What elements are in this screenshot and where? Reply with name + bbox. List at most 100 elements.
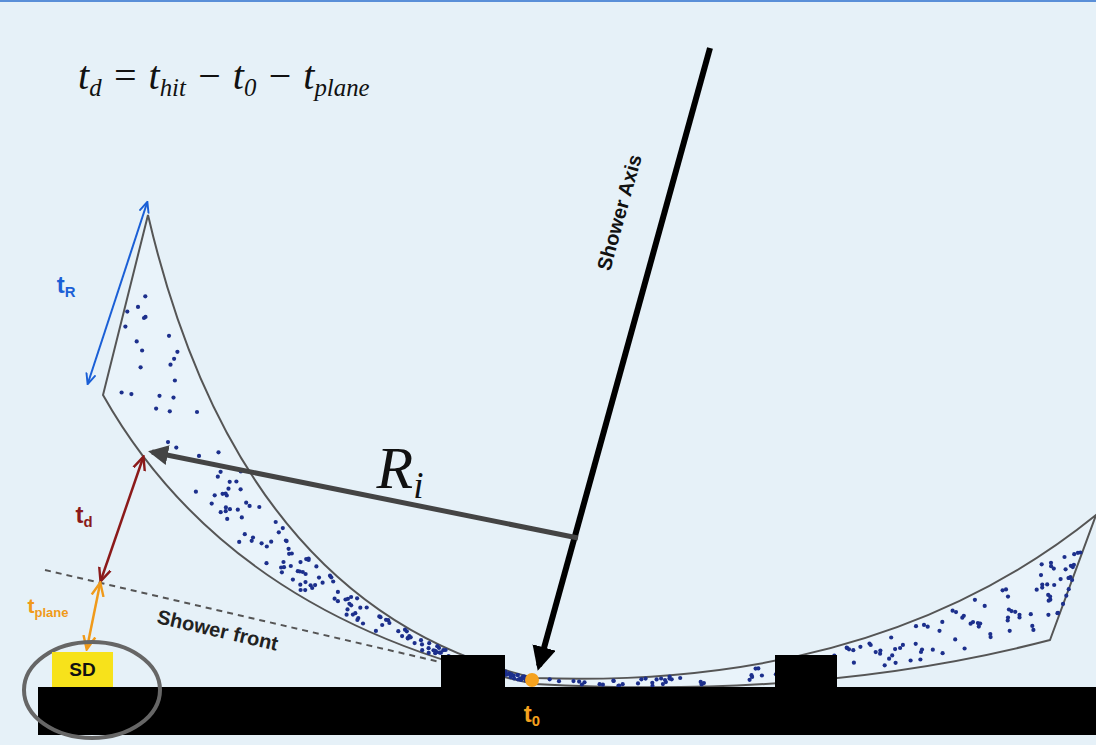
particle-dot <box>216 475 220 479</box>
particle-dot <box>299 588 303 592</box>
particle-dot <box>760 673 764 677</box>
particle-dot <box>1001 588 1005 592</box>
particle-dot <box>973 598 977 602</box>
particle-dot <box>274 520 278 524</box>
particle-dot <box>279 565 283 569</box>
particle-dot <box>1046 613 1050 617</box>
particle-dot <box>1062 555 1066 559</box>
particle-dot <box>644 677 648 681</box>
radius-label: Ri <box>377 434 424 503</box>
particle-dot <box>878 652 882 656</box>
particle-dot <box>851 648 855 652</box>
detector-box: SD <box>52 652 113 687</box>
particle-dot <box>168 363 172 367</box>
particle-dot <box>166 440 170 444</box>
particle-dot <box>333 597 337 601</box>
particle-dot <box>174 446 178 450</box>
front-label: Shower front <box>155 605 280 655</box>
particle-dot <box>143 294 147 298</box>
particle-dot <box>749 673 753 677</box>
particle-dot <box>409 635 413 639</box>
particle-dot <box>988 632 992 636</box>
particle-dot <box>659 676 663 680</box>
detector-label: SD <box>69 659 95 681</box>
time-label: tplane <box>28 594 69 618</box>
particle-dot <box>571 679 575 683</box>
particle-dot <box>396 629 400 633</box>
particle-dot <box>257 505 261 509</box>
particle-dot <box>244 501 248 505</box>
particle-dot <box>617 683 621 687</box>
particle-dot <box>355 596 359 600</box>
particle-dot <box>167 334 171 338</box>
particle-dot <box>280 570 284 574</box>
particle-dot <box>374 629 378 633</box>
particle-dot <box>901 643 905 647</box>
particle-dot <box>427 646 431 650</box>
particle-dot <box>243 532 247 536</box>
particle-dot <box>173 378 177 382</box>
particle-dot <box>287 547 291 551</box>
particle-dot <box>248 504 252 508</box>
particle-dot <box>1049 564 1053 568</box>
particle-dot <box>1067 576 1071 580</box>
particle-dot <box>1072 552 1076 556</box>
particle-dot <box>678 676 682 680</box>
particle-dot <box>954 610 958 614</box>
particle-dot <box>219 510 223 514</box>
particle-dot <box>347 602 351 606</box>
particle-dot <box>1030 624 1034 628</box>
particle-dot <box>931 648 935 652</box>
particle-dot <box>260 541 264 545</box>
particle-dot <box>405 629 409 633</box>
particle-dot <box>120 390 124 394</box>
particle-dot <box>303 588 307 592</box>
particle-dot <box>225 517 229 521</box>
particle-dot <box>140 348 144 352</box>
particle-dot <box>1067 587 1071 591</box>
particle-dot <box>918 657 922 661</box>
particle-dot <box>858 645 862 649</box>
particle-dot <box>941 651 945 655</box>
particle-dot <box>284 538 288 542</box>
particle-dot <box>298 560 302 564</box>
particle-dot <box>296 569 300 573</box>
particle-dot <box>909 658 913 662</box>
particle-dot <box>655 677 659 681</box>
core-point <box>525 673 539 687</box>
particle-dot <box>135 339 139 343</box>
particle-dot <box>226 487 230 491</box>
particle-dot <box>1009 609 1013 613</box>
particle-dot <box>883 663 887 667</box>
particle-dot <box>847 647 851 651</box>
particle-dot <box>175 350 179 354</box>
particle-dot <box>1059 577 1063 581</box>
tr-arrow <box>88 203 147 383</box>
particle-dot <box>345 613 349 617</box>
particle-dot <box>636 681 640 685</box>
particle-dot <box>505 672 509 676</box>
shower-plane-line <box>45 570 440 662</box>
top-rule <box>0 0 1096 2</box>
particle-dot <box>1031 628 1035 632</box>
particle-dot <box>512 676 516 680</box>
particle-dot <box>1006 618 1010 622</box>
particle-dot <box>940 620 944 624</box>
particle-dot <box>224 509 228 513</box>
particle-dot <box>303 580 307 584</box>
particle-dot <box>977 625 981 629</box>
particle-dot <box>1029 612 1033 616</box>
particle-dots <box>120 294 1083 688</box>
particle-dot <box>1039 573 1043 577</box>
particle-dot <box>661 682 665 686</box>
particle-dot <box>611 679 615 683</box>
time-label: td <box>75 501 92 529</box>
particle-dot <box>420 642 424 646</box>
particle-dot <box>869 643 873 647</box>
particle-dot <box>269 540 273 544</box>
particle-dot <box>281 526 285 530</box>
particle-dot <box>321 581 325 585</box>
particle-dot <box>437 646 441 650</box>
particle-dot <box>612 679 616 683</box>
particle-dot <box>289 564 293 568</box>
